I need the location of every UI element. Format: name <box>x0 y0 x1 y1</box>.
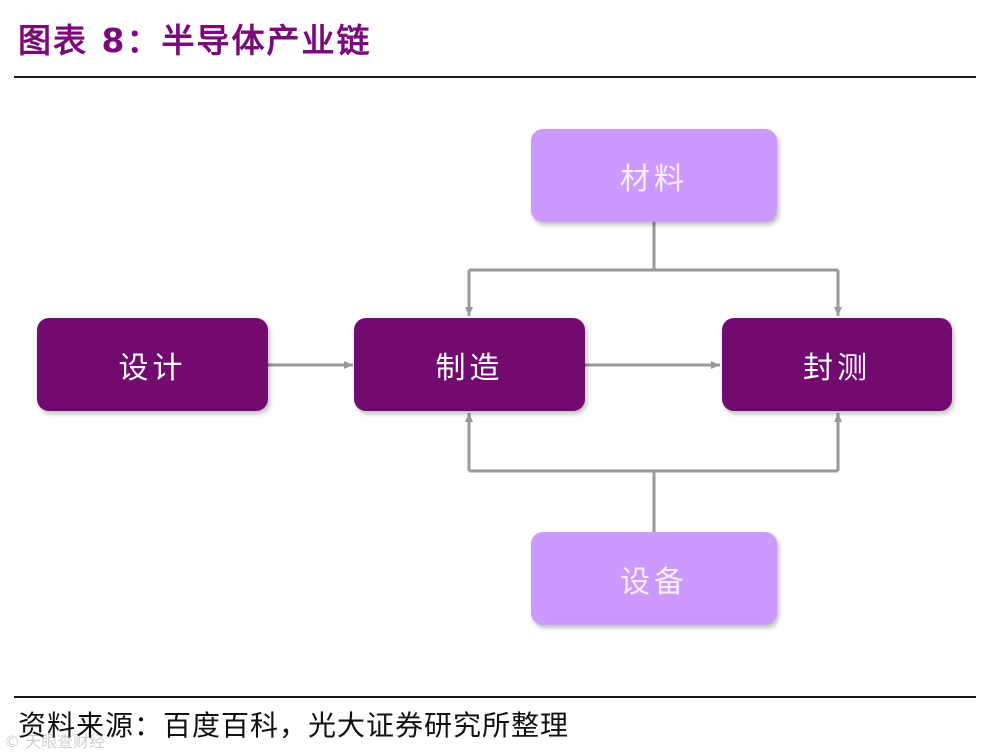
node-equipment: 设备 <box>531 532 777 625</box>
source-note: 资料来源：百度百科，光大证券研究所整理 <box>18 709 570 742</box>
node-design: 设计 <box>37 318 268 411</box>
node-packaging-testing: 封测 <box>722 318 952 411</box>
figure-title: 图表 8：半导体产业链 <box>18 21 372 60</box>
title-divider <box>14 76 976 78</box>
source-divider <box>14 696 976 698</box>
node-materials: 材料 <box>531 129 777 222</box>
watermark: © 天眼查财经 <box>4 732 106 751</box>
node-manufacturing: 制造 <box>354 318 585 411</box>
